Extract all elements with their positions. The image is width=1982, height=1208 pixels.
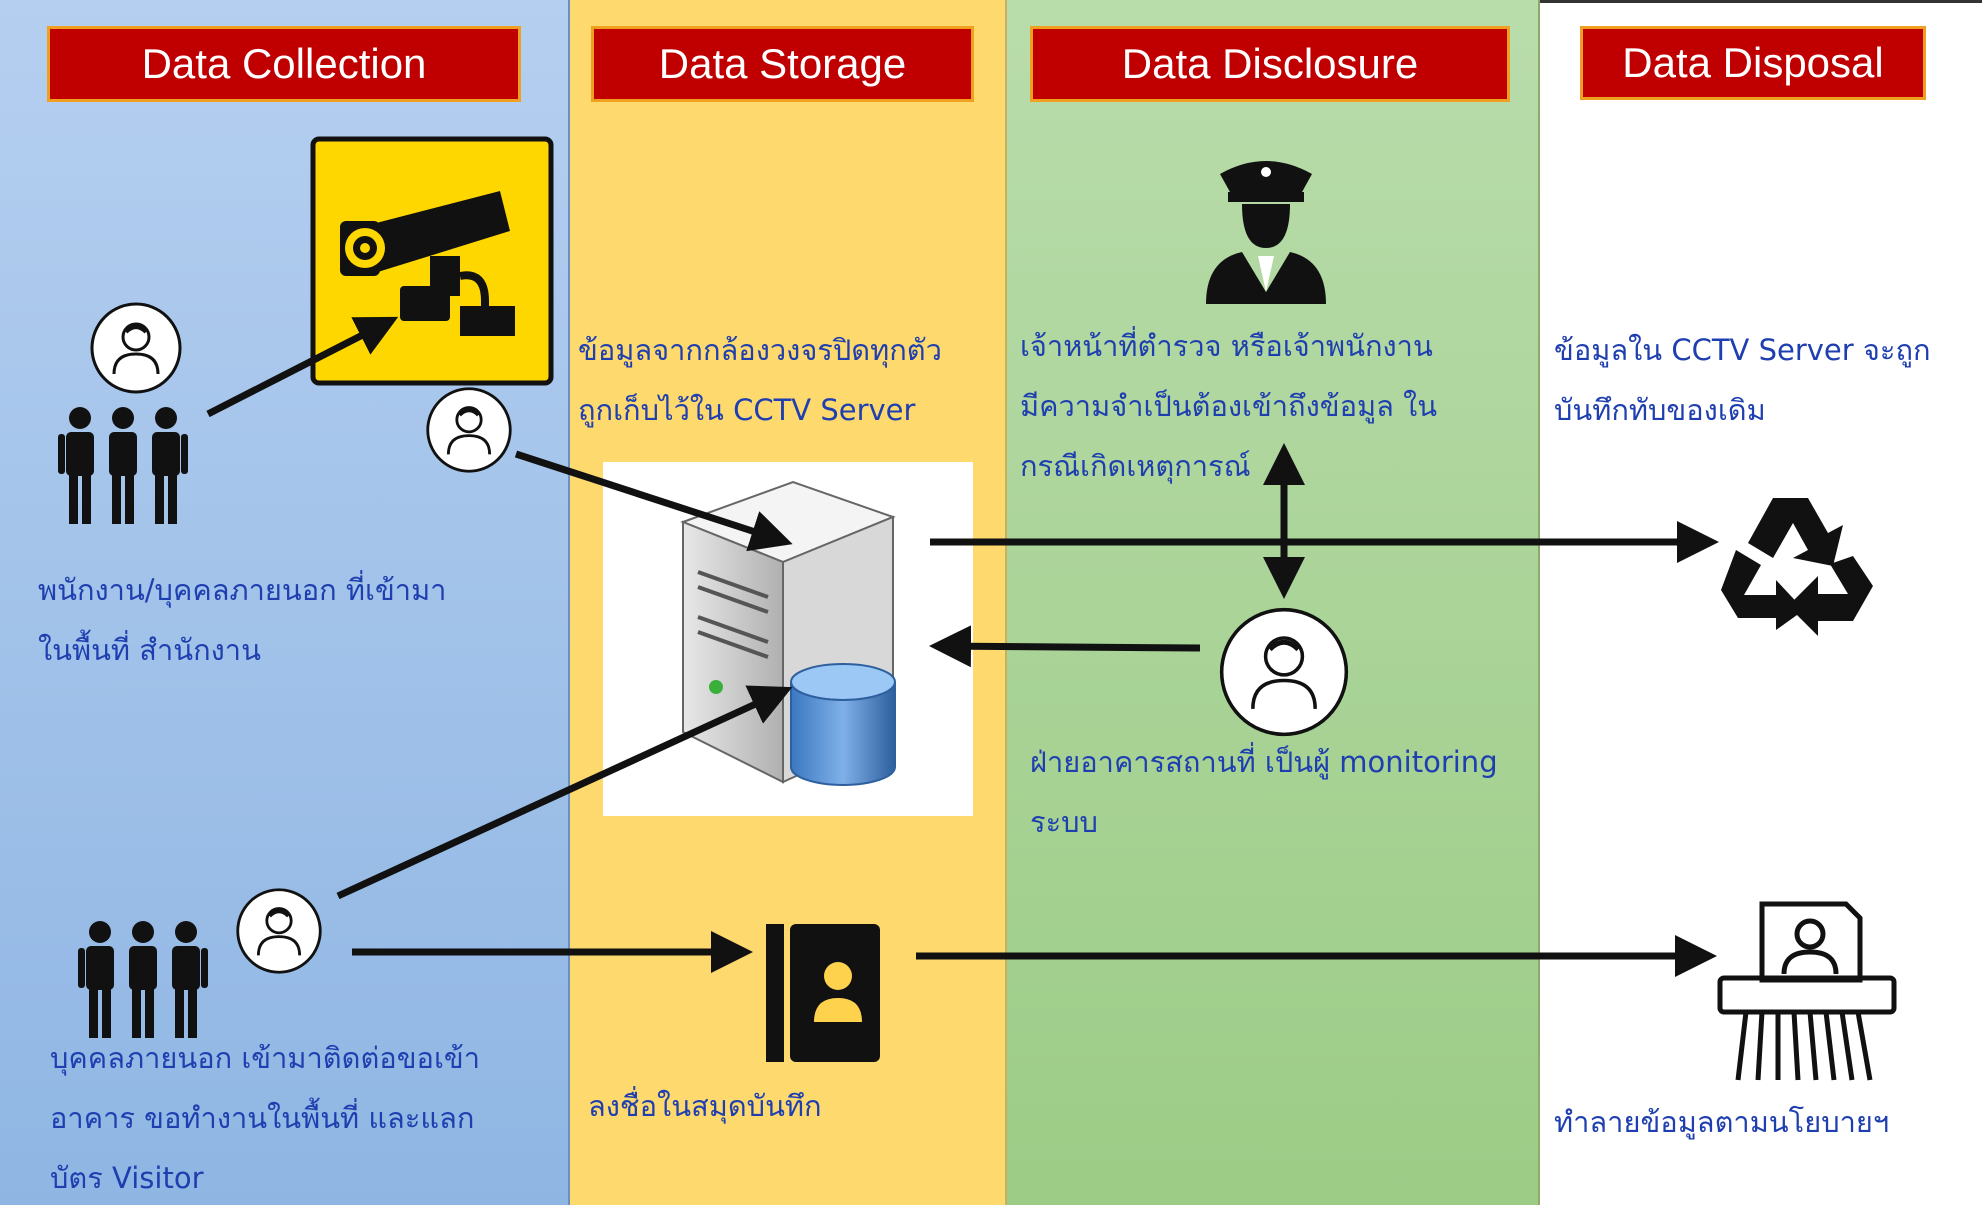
police-description: เจ้าหน้าที่ตำรวจ หรือเจ้าพนักงาน มีความจ… [1020,316,1437,496]
arrow-visitor-to-server [336,685,793,900]
text-line: ในพื้นที่ สำนักงาน [38,633,261,667]
police-officer-icon [1202,152,1330,308]
text-line: เจ้าหน้าที่ตำรวจ หรือเจ้าพนักงาน [1020,329,1433,363]
destroy-description: ทำลายข้อมูลตามนโยบายฯ [1554,1092,1889,1152]
text-line: พนักงาน/บุคคลภายนอก ที่เข้ามา [38,573,447,607]
text-line: ระบบ [1030,805,1098,839]
text-line: ข้อมูลใน CCTV Server จะถูก [1554,333,1931,367]
text-line: ทำลายข้อมูลตามนโยบายฯ [1554,1105,1890,1139]
people-group-icon [56,404,190,532]
overwrite-description: ข้อมูลใน CCTV Server จะถูก บันทึกทับของเ… [1554,320,1931,440]
visitor-description: บุคคลภายนอก เข้ามาติดต่อขอเข้า อาคาร ขอท… [50,1028,480,1208]
text-line: มีความจำเป็นต้องเข้าถึงข้อมูล ใน [1020,389,1438,423]
cctv-storage-description: ข้อมูลจากกล้องวงจรปิดทุกตัว ถูกเก็บไว้ใน… [578,320,942,440]
logbook-description: ลงชื่อในสมุดบันทึก [588,1076,822,1136]
person-circle-icon [234,886,324,980]
text-line: ฝ่ายอาคารสถานที่ เป็นผู้ monitoring [1030,745,1498,779]
header-data-storage: Data Storage [591,26,974,102]
person-circle-icon [1216,604,1352,744]
header-data-disclosure: Data Disclosure [1030,26,1510,102]
text-line: ถูกเก็บไว้ใน CCTV Server [578,393,916,427]
logbook-icon [766,924,880,1066]
recycle-icon [1718,488,1876,642]
arrow-monitor-to-server [929,625,1201,668]
text-line: บันทึกทับของเดิม [1554,393,1766,427]
text-line: บัตร Visitor [50,1161,204,1195]
text-line: ลงชื่อในสมุดบันทึก [588,1089,822,1123]
text-line: ข้อมูลจากกล้องวงจรปิดทุกตัว [578,333,942,367]
text-line: กรณีเกิดเหตุการณ์ [1020,449,1251,483]
person-circle-icon [424,385,514,479]
text-line: บุคคลภายนอก เข้ามาติดต่อขอเข้า [50,1041,480,1075]
arrow-collection-to-camera [206,316,399,418]
building-monitoring-description: ฝ่ายอาคารสถานที่ เป็นผู้ monitoring ระบบ [1030,732,1498,852]
people-group-icon [76,918,210,1046]
header-data-disposal: Data Disposal [1580,26,1926,100]
person-circle-icon [88,300,184,400]
shredder-icon [1716,900,1898,1088]
text-line: อาคาร ขอทำงานในพื้นที่ และแลก [50,1101,475,1135]
arrow-camera-to-server [514,450,793,552]
staff-visitor-description: พนักงาน/บุคคลภายนอก ที่เข้ามา ในพื้นที่ … [38,560,446,680]
header-data-collection: Data Collection [47,26,521,102]
